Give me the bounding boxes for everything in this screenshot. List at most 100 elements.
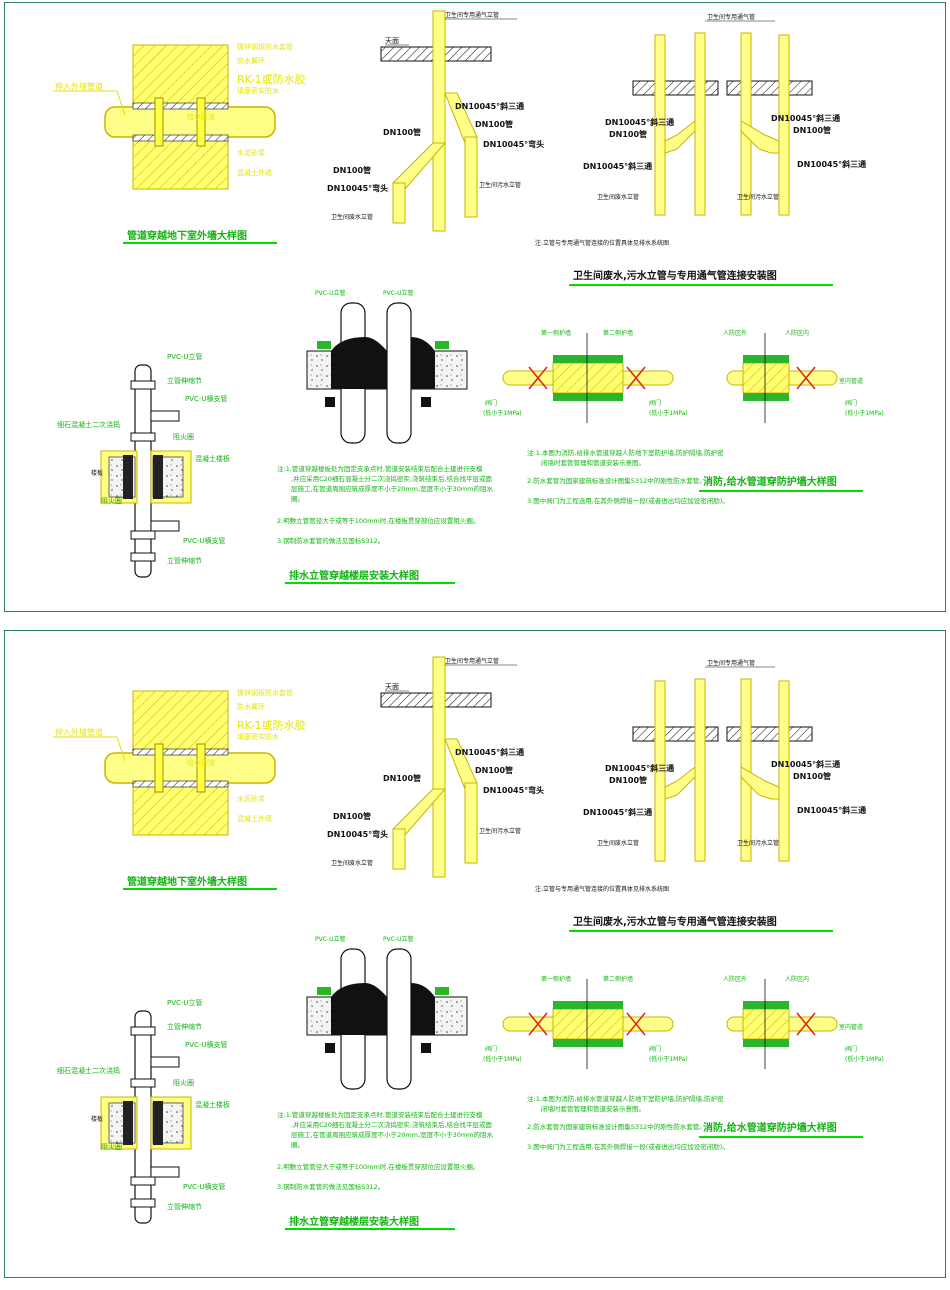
fire-pipe-detail-b: 人防区外人防区内室内管道阀门(低小于1MPa) 注:1.本图为消防,给排水管道穿… [527,975,884,1151]
vent-right-label: DN10045°斜三通 [605,763,674,773]
vent-label: DN100管 [333,811,371,821]
wall-label: 填塞密实防水 [237,732,279,741]
fire-label: 第一侧护墙 [541,975,571,983]
stack-label: 混凝土楼板 [195,454,230,463]
stack-note: 圈。 [291,1141,304,1149]
stack-note: 层施工,在管道周围应筑成厚度不小于20mm,宽度不小于30mm的阻水 [291,484,494,493]
vent-connection-detail-a: 天面 卫生间专用通气立管 DN10045°斜三通DN100管DN100管DN10… [327,10,544,232]
stack-label: 混凝土楼板 [195,1100,230,1109]
wall-label: RK-1或防水胶 [237,718,306,732]
wall-detail-title: 管道穿越地下室外墙大样图 [127,229,247,242]
pvc-label-b: PVC-U立管 [383,935,413,943]
stack-label: 阻火圈 [101,496,122,505]
stack-label: PVC-U横支管 [185,394,228,403]
vent-label: DN100管 [383,773,421,783]
vent-label: 卫生间废水立管 [331,213,373,221]
stack-note: ,并应采用C20细石混凝土分二次浇捣密实,浇筑结束后,结合找平层或面 [291,1120,493,1129]
vent-label: DN10045°弯头 [327,183,388,193]
slab-label: 楼板 [91,469,103,477]
fire-label: 阀门 [649,1045,661,1053]
wall-left-label: 伸入外墙管道 [55,81,103,91]
stack-label: 立管伸缩节 [167,1022,202,1031]
stack-label: 细石混凝土二次浇捣 [57,1066,120,1075]
vent-right-top-label: 卫生间专用通气管 [707,13,755,21]
vent-label: DN100管 [333,165,371,175]
slab-label: 楼板 [91,1115,103,1123]
stack-label: PVC-U横支管 [183,536,226,545]
roof-label: 天面 [385,683,399,691]
fire-note: 闭墙时套管管理和管道安装示意图。 [541,458,645,467]
wall-label: RK-1或防水胶 [237,72,306,86]
fire-label: 阀门 [845,399,857,407]
vent-right-label: DN10045°斜三通 [797,805,866,815]
vent-label: DN10045°弯头 [483,785,544,795]
vent-right-label: DN100管 [793,771,831,781]
stack-label: 立管伸缩节 [167,376,202,385]
sheet-drawing: 伸入外墙管道 镀锌钢板防水套管防水翼环RK-1或防水胶填塞密实防水给水管道水泥砂… [53,656,884,1230]
fire-label: (低小于1MPa) [845,1055,884,1063]
fire-note: 注:1.本图为消防,给排水管道穿越人防地下室防护墙,防护隔墙,防护密 [527,1094,724,1103]
fire-label: (低小于1MPa) [483,1055,522,1063]
stack-note: ,并应采用C20细石混凝土分二次浇捣密实,浇筑结束后,结合找平层或面 [291,474,493,483]
fire-label: 人防区外 [723,975,747,983]
vent-label: DN100管 [383,127,421,137]
fire-label: 阀门 [845,1045,857,1053]
stack-label: 阻火圈 [173,432,194,441]
fire-detail-title: 消防,给水管道穿防护墙大样图 [703,1121,837,1134]
vent-note: 注:立管与专用通气管连接的位置具体见排水系统图 [535,885,669,893]
vent-connection-detail-b: 卫生间专用通气管 DN10045°斜三通DN100管DN10045°斜三通DN1… [535,659,866,932]
stack-note: 3.钢制防水套管的做法见国标S312。 [277,1182,384,1191]
fire-note: 注:1.本图为消防,给排水管道穿越人防地下室防护墙,防护隔墙,防护密 [527,448,724,457]
fire-label: 人防区内 [785,975,809,983]
wall-label: 镀锌钢板防水套管 [237,42,293,51]
fire-label: 人防区外 [723,329,747,337]
drain-stack-detail: 楼板 PVC-U立管立管伸缩节PVC-U横支管细石混凝土二次浇捣阻火圈混凝土楼板… [57,998,230,1224]
fire-note: 2.防水套管为国家建筑标准设计图集S312中的刚性防水套管。 [527,476,706,485]
vent-top-label: 卫生间专用通气立管 [445,657,499,665]
vent-label: 卫生间污水立管 [479,827,521,835]
fire-label: 室内管道 [839,377,863,385]
stack-section-detail: PVC-U立管 PVC-U立管 注:1.管道穿越楼板处为固定支承点时,管道安装结… [277,935,494,1230]
vent-note: 注:立管与专用通气管连接的位置具体见排水系统图 [535,239,669,247]
stack-label: 阻火圈 [173,1078,194,1087]
stack-note: 注:1.管道穿越楼板处为固定支承点时,管道安装结束后配合土建进行支模 [277,464,483,473]
fire-label: 第二侧护墙 [603,975,633,983]
stack-label: PVC-U立管 [167,352,203,361]
wall-label: 防水翼环 [237,56,265,65]
wall-label: 混凝土外墙 [237,168,272,177]
fire-label: (低小于1MPa) [845,409,884,417]
fire-label: (低小于1MPa) [483,409,522,417]
stack-detail-title: 排水立管穿越楼层安装大样图 [289,1215,419,1228]
pvc-label-b: PVC-U立管 [383,289,413,297]
fire-note: 2.防水套管为国家建筑标准设计图集S312中的刚性防水套管。 [527,1122,706,1131]
wall-label: 水泥砂浆 [237,148,265,157]
wall-label: 水泥砂浆 [237,794,265,803]
vent-right-label: 卫生间废水立管 [597,193,639,201]
vent-right-label: DN10045°斜三通 [771,759,840,769]
vent-label: DN10045°斜三通 [455,101,524,111]
stack-section-detail: PVC-U立管 PVC-U立管 注:1.管道穿越楼板处为固定支承点时,管道安装结… [277,289,494,584]
wall-label: 给水管道 [187,112,215,121]
wall-label: 填塞密实防水 [237,86,279,95]
vent-label: DN10045°弯头 [483,139,544,149]
vent-label: DN10045°斜三通 [455,747,524,757]
vent-connection-detail-a: 天面 卫生间专用通气立管 DN10045°斜三通 DN100管 DN100管 DN10… [327,656,544,878]
vent-right-label: DN10045°斜三通 [797,159,866,169]
fire-detail-title: 消防,给水管道穿防护墙大样图 [703,475,837,488]
fire-label: (低小于1MPa) [649,409,688,417]
drawing-sheet-1: 伸入外墙管道 镀锌钢板防水套管防水翼环 RK-1或防水胶填塞密实防水给水管道水泥砂… [4,2,946,612]
vent-right-label: DN10045°斜三通 [605,117,674,127]
fire-label: 阀门 [649,399,661,407]
fire-pipe-detail-a: 第一侧护墙第二侧护墙阀门(低小于1MPa)阀门(低小于1MPa) [483,975,688,1069]
roof-label: 天面 [385,37,399,45]
stack-note: 注:1.管道穿越楼板处为固定支承点时,管道安装结束后配合土建进行支模 [277,1110,483,1119]
wall-label: 镀锌钢板防水套管 [237,688,293,697]
fire-pipe-detail-b: 人防区外人防区内室内管道阀门(低小于1MPa) 注:1.本图为消防,给排水管道穿… [527,329,884,505]
vent-label: DN100管 [475,765,513,775]
stack-label: 立管伸缩节 [167,556,202,565]
vent-label: 卫生间废水立管 [331,859,373,867]
drain-stack-detail: 楼板 PVC-U立管立管伸缩节PVC-U横支管细石混凝土二次浇捣阻火圈混凝土楼板… [57,352,230,578]
fire-pipe-detail-a: 第一侧护墙第二侧护墙阀门(低小于1MPa)阀门(低小于1MPa) [483,329,688,423]
